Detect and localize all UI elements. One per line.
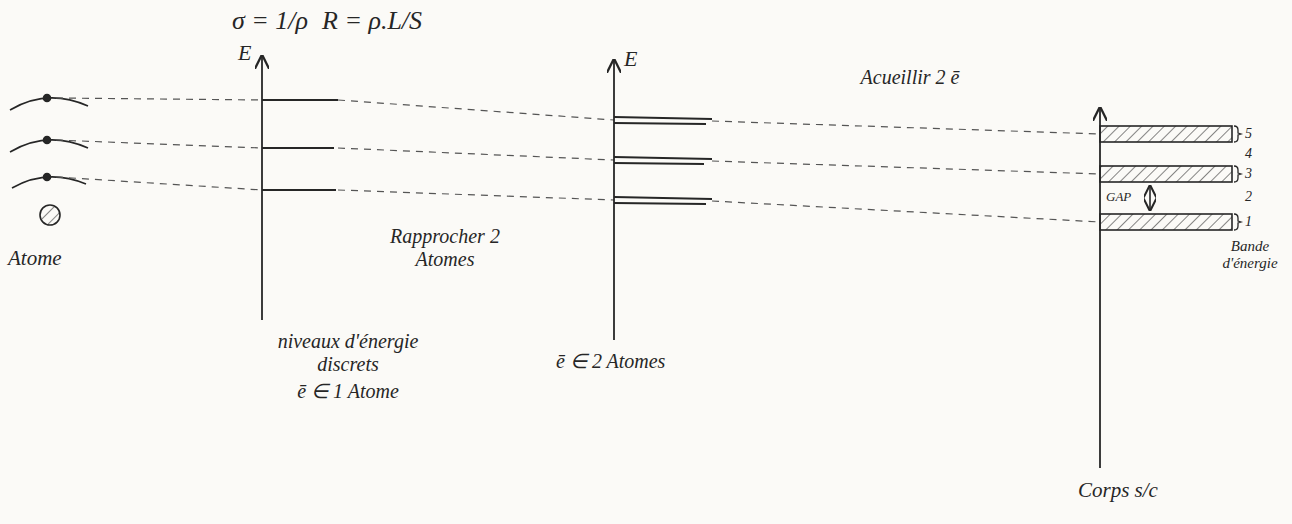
axis-label: E — [624, 46, 637, 71]
caption-label: Corps s/c — [1078, 478, 1158, 502]
band-number: 4 — [1245, 146, 1252, 162]
dashed-guides — [56, 98, 1100, 222]
energy-level — [262, 147, 334, 149]
energy-band — [1100, 214, 1232, 230]
discrete-levels — [262, 100, 338, 190]
caption-label: Atome — [8, 246, 62, 270]
axes — [262, 56, 1100, 468]
axis-label: E — [238, 40, 251, 65]
band-number: 2 — [1245, 189, 1252, 205]
gap-label: GAP — [1106, 190, 1131, 205]
energy-level — [614, 117, 712, 119]
energy-axis — [261, 56, 263, 320]
formula: σ = 1/ρ — [232, 6, 308, 36]
energy-axis — [613, 60, 615, 340]
energy-level — [614, 123, 706, 124]
energy-band — [1100, 166, 1232, 182]
caption-label: niveaux d'énergie discrets — [258, 330, 438, 376]
atom — [10, 95, 88, 226]
energy-level — [614, 157, 712, 159]
band-label: Bande d'énergie — [1212, 238, 1288, 273]
nucleus — [40, 205, 60, 225]
split-levels — [614, 117, 712, 204]
electron — [44, 137, 51, 144]
energy-level — [614, 163, 704, 164]
gap-arrow — [1149, 186, 1151, 210]
note-label: Acueillir 2 ē — [858, 66, 962, 89]
note-label: Rapprocher 2 Atomes — [380, 225, 510, 271]
band-number: 1 — [1245, 214, 1252, 230]
caption-label: ē ∈ 2 Atomes — [556, 350, 665, 373]
energy-level — [614, 197, 712, 199]
energy-band — [1100, 126, 1232, 142]
braces — [1234, 126, 1241, 230]
band-number: 3 — [1245, 166, 1252, 182]
band-number: 5 — [1245, 126, 1252, 142]
guide-line — [56, 140, 1100, 174]
energy-level — [262, 189, 336, 191]
formula: R = ρ.L/S — [322, 6, 422, 36]
energy-level — [262, 99, 338, 101]
energy-axis — [1099, 108, 1101, 468]
brace — [1234, 126, 1241, 142]
brace — [1234, 214, 1241, 230]
electron — [44, 95, 51, 102]
energy-bands — [1100, 126, 1232, 230]
guide-line — [56, 177, 1100, 222]
caption-label: ē ∈ 1 Atome — [258, 380, 438, 403]
electron — [44, 174, 51, 181]
energy-level — [614, 203, 706, 204]
guide-line — [56, 98, 1100, 134]
brace — [1234, 166, 1241, 182]
